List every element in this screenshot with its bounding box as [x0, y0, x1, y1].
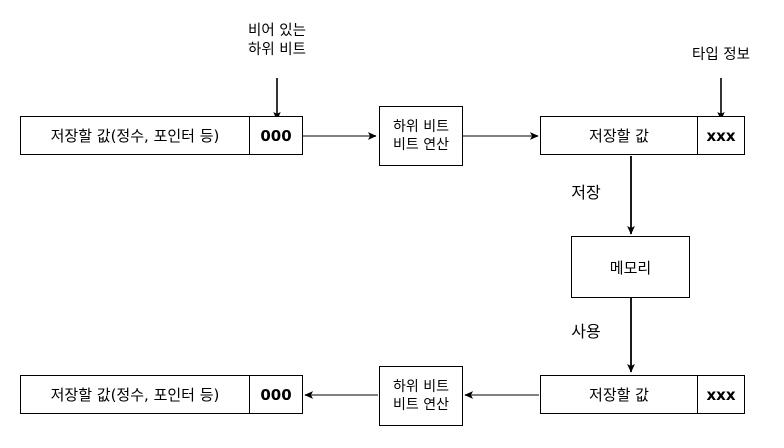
node-bottom-bitop-box: 하위 비트 비트 연산: [379, 366, 463, 426]
annotation-use: 사용: [571, 322, 601, 341]
node-bottom-tagged-box-main: 저장할 값: [589, 386, 649, 404]
node-bottom-bitop-box-line2: 비트 연산: [393, 397, 449, 413]
annotation-store: 저장: [571, 183, 601, 202]
annotation-empty-low-bits-line1: 비어 있는: [248, 23, 306, 39]
node-memory-box-label: 메모리: [609, 258, 652, 277]
annotation-type-info: 타입 정보: [651, 46, 784, 65]
node-top-bitop-box: 하위 비트 비트 연산: [379, 106, 463, 166]
annotation-empty-low-bits: 비어 있는 하위 비트: [207, 22, 347, 60]
node-top-tagged-box-main: 저장할 값: [589, 127, 649, 145]
node-top-bitop-box-line2: 비트 연산: [393, 137, 449, 153]
node-memory-box: 메모리: [571, 236, 690, 298]
node-bottom-bitop-box-line1: 하위 비트: [393, 378, 449, 395]
node-bottom-value-box-tag: 000: [249, 376, 302, 413]
node-top-tagged-box: 저장할 값 xxx: [540, 116, 745, 155]
node-top-bitop-box-line1: 하위 비트: [393, 118, 449, 135]
node-bottom-value-box-main: 저장할 값(정수, 포인터 등): [50, 386, 220, 404]
node-top-value-box: 저장할 값(정수, 포인터 등) 000: [20, 116, 303, 155]
node-bottom-tagged-box: 저장할 값 xxx: [540, 375, 745, 414]
node-bottom-value-box: 저장할 값(정수, 포인터 등) 000: [20, 375, 303, 414]
annotation-empty-low-bits-line2: 하위 비트: [248, 41, 306, 58]
node-top-value-box-main: 저장할 값(정수, 포인터 등): [50, 127, 220, 145]
node-top-tagged-box-tag: xxx: [697, 117, 744, 154]
node-bottom-tagged-box-tag: xxx: [697, 376, 744, 413]
node-top-value-box-tag: 000: [249, 117, 302, 154]
annotation-type-info-line1: 타입 정보: [692, 47, 750, 63]
